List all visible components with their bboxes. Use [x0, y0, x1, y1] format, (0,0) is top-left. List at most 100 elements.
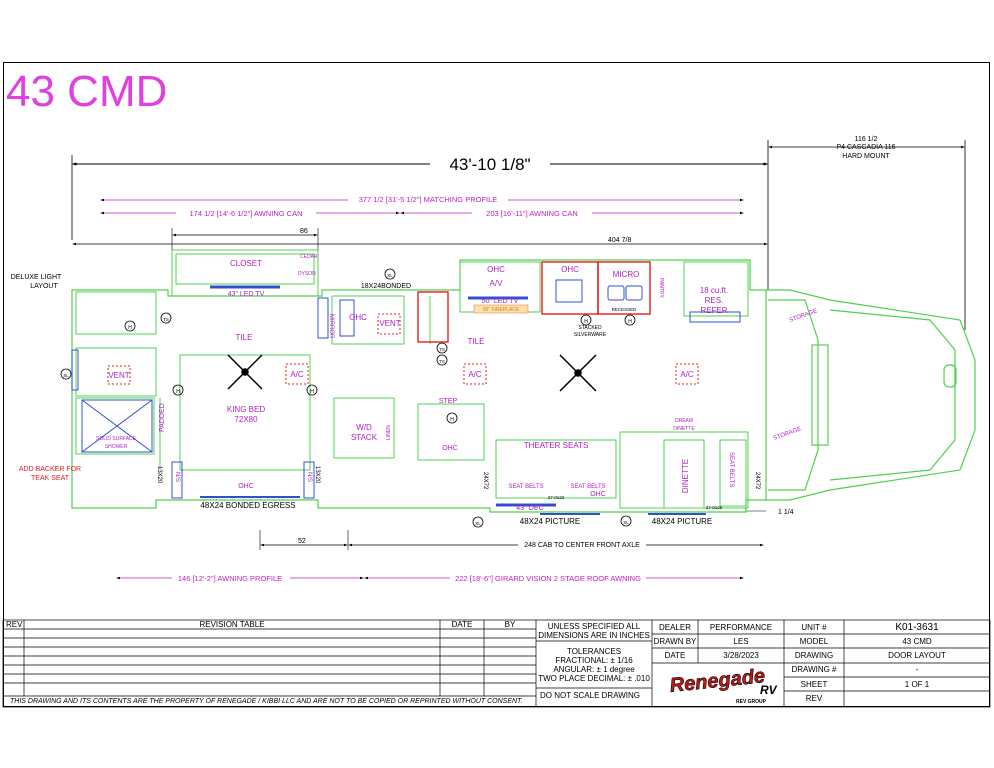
ohc-bedroom-label: OHC: [238, 483, 254, 490]
dimension-overall: 43'-10 1/8": [71, 140, 769, 290]
ac-bedroom-label: A/C: [290, 370, 304, 379]
wd-stack-label-2: STACK: [351, 433, 378, 442]
rev-label: REV: [805, 694, 823, 703]
unit-value: K01-3631: [895, 622, 939, 633]
fireplace-label: 30" FIREPLACE: [483, 307, 520, 313]
ohc-kitchen-label: OHC: [487, 265, 505, 274]
stacked-label-2: SILVERWARE: [574, 332, 607, 338]
ts-hall-label-2: TS: [439, 359, 445, 364]
rev-header: REV: [6, 620, 23, 629]
sheet-value: 1 OF 1: [904, 680, 930, 689]
add-backer-label-1: ADD BACKER FOR: [19, 466, 81, 473]
deluxe-light-label: DELUXE LIGHT: [11, 274, 62, 281]
hard-mount-label-1: 116 1/2: [855, 136, 878, 143]
wd-stack-label-1: W/D: [356, 423, 372, 432]
size-13x20-left-label: 13X20: [156, 466, 162, 484]
dream-label-1: DREAM: [675, 418, 693, 424]
matching-profile-label: 377 1/2 [31'-5 1/2"] MATCHING PROFILE: [359, 195, 498, 204]
vent-bath-label: VENT: [379, 319, 400, 328]
ts-hall-label-1: TS: [439, 347, 445, 352]
solid-surface-label: SOLID SURFACE: [96, 436, 137, 442]
interior-walls: [75, 249, 749, 509]
closet-width-label: 86: [300, 228, 308, 235]
av-label: A/V: [490, 279, 504, 288]
decimal-text: TWO PLACE DECIMAL: ± .010: [538, 674, 650, 683]
stacked-label-1: STACKED: [578, 325, 602, 331]
ohc-step-label: OHC: [442, 445, 458, 452]
dimension-body-length: 404 7/8: [72, 237, 768, 246]
drawing-no-label: DRAWING #: [791, 665, 837, 674]
hard-mount-label-3: HARD MOUNT: [842, 153, 890, 160]
h-step-label: H: [450, 417, 454, 423]
ohc-sink-label: OHC: [561, 265, 579, 274]
m27-0132-label: 27-0132: [548, 495, 565, 500]
led-50-label: 50" LED TV: [482, 298, 519, 305]
unless-text-1: UNLESS SPECIFIED ALL: [547, 622, 641, 631]
drawing-label: DRAWING: [794, 651, 834, 660]
storage-top-label: STORAGE: [789, 308, 819, 324]
date-label: DATE: [664, 651, 686, 660]
size-13x20-right-label: 13X20: [314, 466, 320, 484]
room-labels: DELUXE LIGHT LAYOUT CLOSET CEDAR DYSON 4…: [11, 254, 818, 526]
h-bed-right-label: H: [310, 389, 314, 395]
drawn-by-value: LES: [733, 637, 749, 646]
ac-front-label: A/C: [680, 370, 694, 379]
awning-can-right-label: 203 [16'-11"] AWNING CAN: [486, 209, 578, 218]
led-43-label: 43" LED TV: [228, 291, 265, 298]
h-micro-label: H: [628, 319, 632, 325]
sl-entry-label: SL: [475, 521, 481, 526]
add-backer-label-2: TEAK SEAT: [31, 475, 70, 482]
ceiling-fan-bedroom: [227, 354, 263, 390]
refer-label-3: REFER: [700, 306, 727, 315]
do-not-scale-text: DO NOT SCALE DRAWING: [540, 691, 641, 700]
padded-label: PADDED: [159, 403, 166, 432]
dyson-label: DYSON: [298, 271, 316, 277]
revision-table-header: REVISION TABLE: [199, 620, 265, 629]
body-length-label: 404 7/8: [608, 237, 631, 244]
size-24x72-left-label: 24X72: [482, 472, 488, 490]
ac-units: [107, 313, 699, 385]
seat-belts-theater-label: SEAT BELTS: [508, 484, 543, 490]
seat-belts-dinette-label: SEAT BELTS: [728, 452, 734, 487]
ns-right-label: N/S: [306, 472, 312, 482]
tile-bedroom-label: TILE: [236, 333, 253, 342]
fixture-details: [71, 279, 741, 515]
unless-text-2: DIMENSIONS ARE IN INCHES: [538, 631, 650, 640]
storage-bottom-label: STORAGE: [773, 426, 803, 442]
model-title: 43 CMD: [6, 67, 168, 116]
picture-right-label: 48X24 PICTURE: [652, 517, 712, 526]
renegade-logo: Renegade RV REV GROUP: [668, 665, 778, 705]
unit-label: UNIT #: [801, 623, 827, 632]
drawing-no-value: -: [915, 665, 919, 674]
logo-text: Renegade: [669, 665, 766, 697]
dealer-label: DEALER: [658, 623, 691, 632]
angular-text: ANGULAR: ± 1 degree: [553, 665, 635, 674]
by-header: BY: [504, 620, 516, 629]
seat-belts-center-label: SEAT BELTS: [570, 484, 605, 490]
overall-length-label: 43'-10 1/8": [449, 155, 530, 174]
sl-front-label: SL: [623, 520, 629, 525]
dimension-lower: 52 248 CAB TO CENTER FRONT AXLE 146 [12'…: [116, 509, 794, 583]
disclaimer: THIS DRAWING AND ITS CONTENTS ARE THE PR…: [10, 698, 523, 705]
dim-1-1-4-label: 1 1/4: [778, 509, 794, 516]
logo-group: REV GROUP: [736, 699, 767, 705]
mirror-label: MIRROR: [328, 314, 334, 339]
king-bed-label: KING BED: [227, 405, 265, 414]
closet-label: CLOSET: [230, 259, 262, 268]
shower-label: SHOWER: [105, 444, 128, 450]
logo-rv: RV: [760, 683, 778, 697]
pantry-label: PANTRY: [658, 278, 664, 298]
drawn-by-label: DRAWN BY: [653, 637, 697, 646]
girard-awning-label: 222 [18'-6"] GIRARD VISION 2 STAGE ROOF …: [455, 574, 641, 583]
recessed-label: RECESSED: [612, 307, 638, 312]
size-24x72-right-label: 24X72: [754, 472, 760, 490]
micro-label: MICRO: [613, 270, 640, 279]
model-value: 43 CMD: [902, 637, 932, 646]
sl-master-label: SL: [63, 373, 69, 378]
dealer-value: PERFORMANCE: [709, 623, 773, 632]
awning-profile-label: 146 [12'-2"] AWNING PROFILE: [178, 574, 282, 583]
fractional-text: FRACTIONAL: ± 1/16: [555, 656, 633, 665]
hard-mount-label-2: P4 CASCADIA 116: [836, 144, 895, 151]
